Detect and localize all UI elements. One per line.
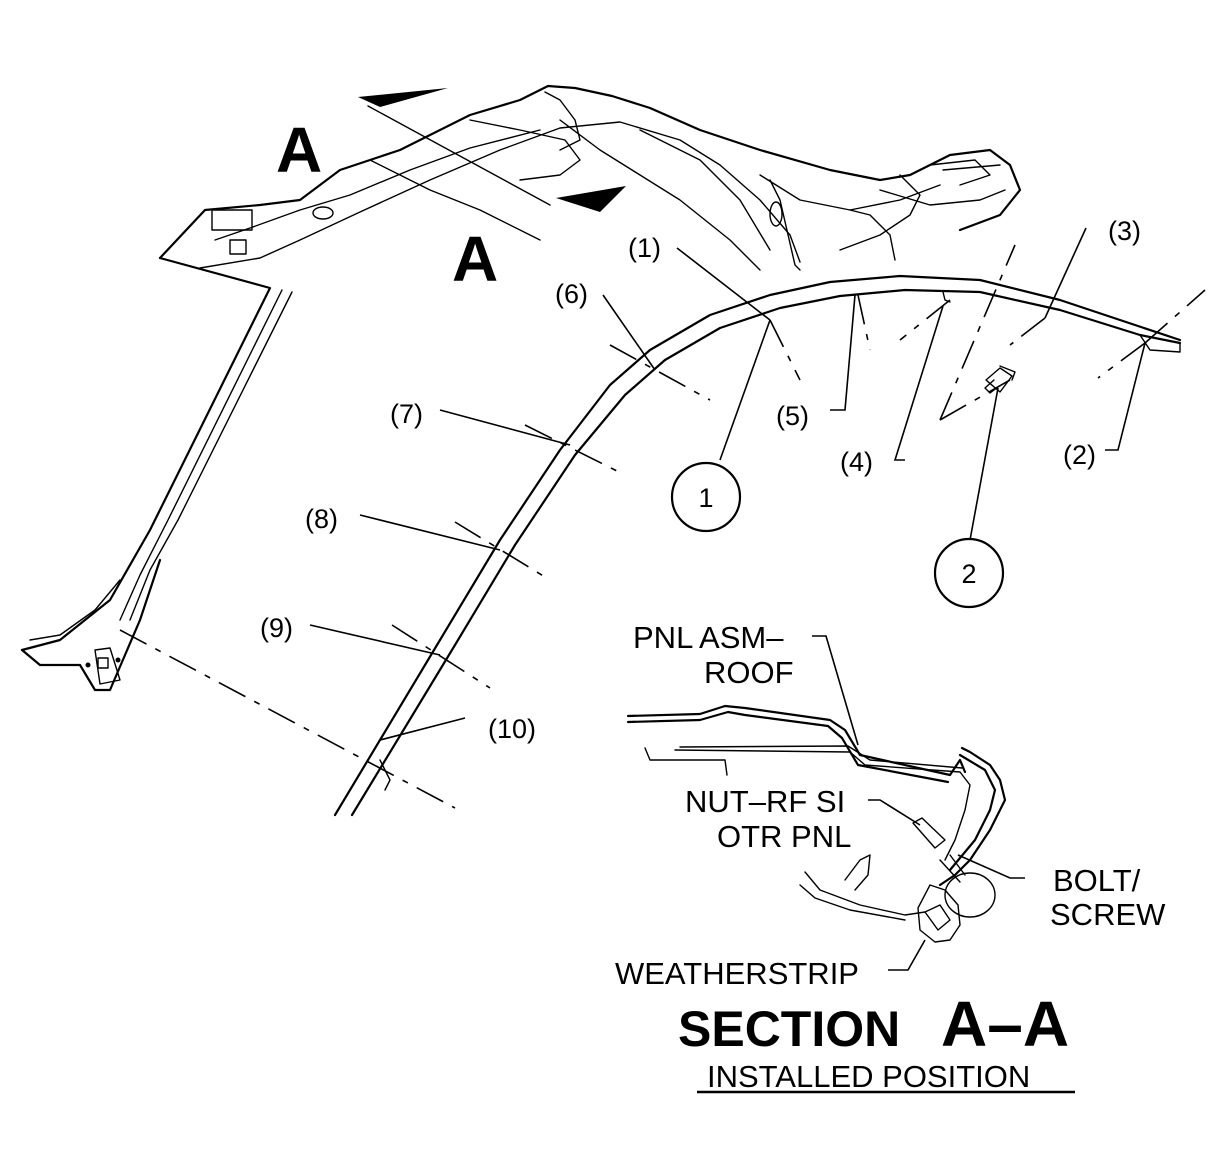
callout-6: (6) — [555, 279, 588, 309]
section-subtitle: INSTALLED POSITION — [707, 1059, 1030, 1094]
circled-references: 1 2 — [670, 461, 1005, 609]
section-marker-upper: A — [276, 114, 322, 186]
section-detail — [626, 635, 1025, 971]
callout-7: (7) — [390, 399, 423, 429]
callout-labels: (1) (2) (3) (4) (5) (6) (7) (8) (9) (10) — [260, 216, 1141, 744]
section-part-labels: PNL ASM– ROOF NUT–RF SI OTR PNL BOLT/ SC… — [615, 620, 1166, 991]
label-weatherstrip: WEATHERSTRIP — [615, 956, 859, 991]
callout-5: (5) — [776, 401, 809, 431]
section-id: A–A — [941, 988, 1069, 1060]
callout-1: (1) — [628, 233, 661, 263]
pillar-structure — [20, 256, 293, 692]
callout-2: (2) — [1063, 440, 1096, 470]
section-marker-lower: A — [452, 223, 498, 295]
section-title: SECTION — [678, 1001, 900, 1057]
callout-3: (3) — [1108, 216, 1141, 246]
label-roof-panel-line1: PNL ASM– — [633, 620, 784, 655]
callout-9: (9) — [260, 613, 293, 643]
section-markers: A A — [276, 114, 498, 295]
circle-ref-1-label: 1 — [698, 483, 713, 513]
bolt-fastener — [984, 365, 1016, 394]
label-nut-line1: NUT–RF SI — [685, 784, 845, 819]
label-bolt-line2: SCREW — [1050, 897, 1166, 932]
section-cut-plane — [358, 88, 626, 212]
body-structure — [158, 84, 1022, 271]
callout-10: (10) — [488, 714, 536, 744]
label-bolt-line1: BOLT/ — [1053, 863, 1141, 898]
section-caption: SECTION A–A INSTALLED POSITION — [678, 988, 1075, 1094]
callout-4: (4) — [840, 447, 873, 477]
circle-ref-1 — [670, 461, 742, 533]
leader-lines — [119, 227, 1206, 809]
section-arrow-top — [358, 88, 448, 107]
circle-ref-2-label: 2 — [961, 559, 976, 589]
callout-8: (8) — [305, 504, 338, 534]
label-roof-panel-line2: ROOF — [704, 655, 794, 690]
section-arrow-bottom — [556, 186, 626, 212]
circle-ref-2 — [933, 537, 1005, 609]
label-nut-line2: OTR PNL — [717, 819, 851, 854]
roof-rail-weatherstrip — [333, 274, 1182, 817]
